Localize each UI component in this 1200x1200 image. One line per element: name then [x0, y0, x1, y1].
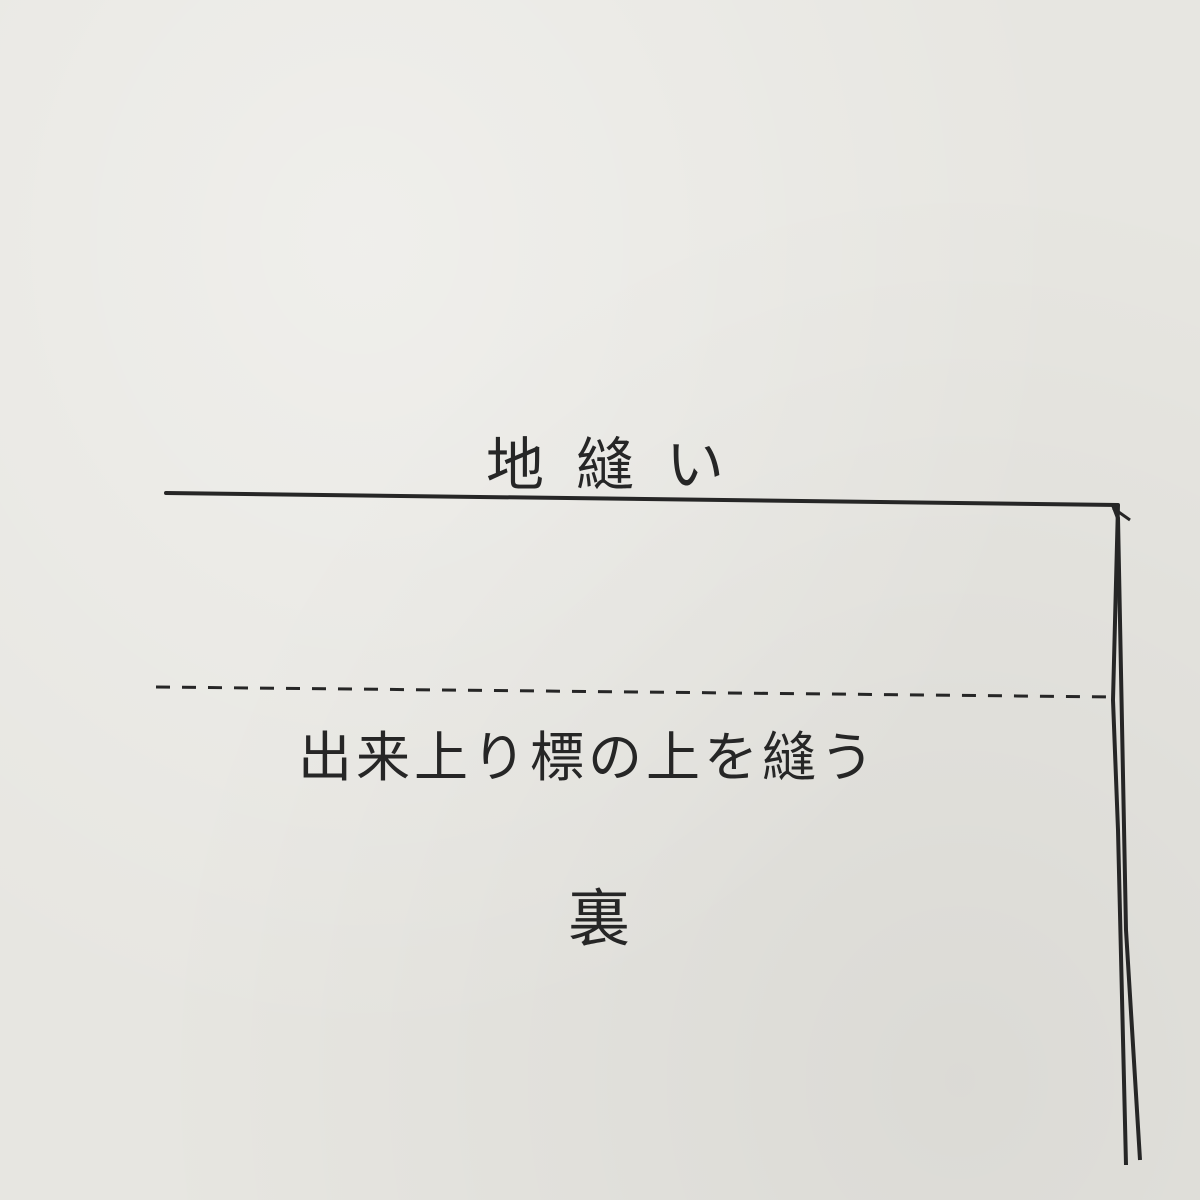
finish-line-label: 出来上り標の上を縫う [298, 726, 878, 789]
fold-edge-lip [1112, 506, 1131, 522]
seam-label: 地縫い [486, 431, 757, 499]
fold-edge-inner [1111, 504, 1128, 1166]
reverse-side-label: 裏 [568, 882, 631, 955]
finish-line-dashed [155, 685, 1117, 699]
seam-line [164, 491, 1120, 507]
